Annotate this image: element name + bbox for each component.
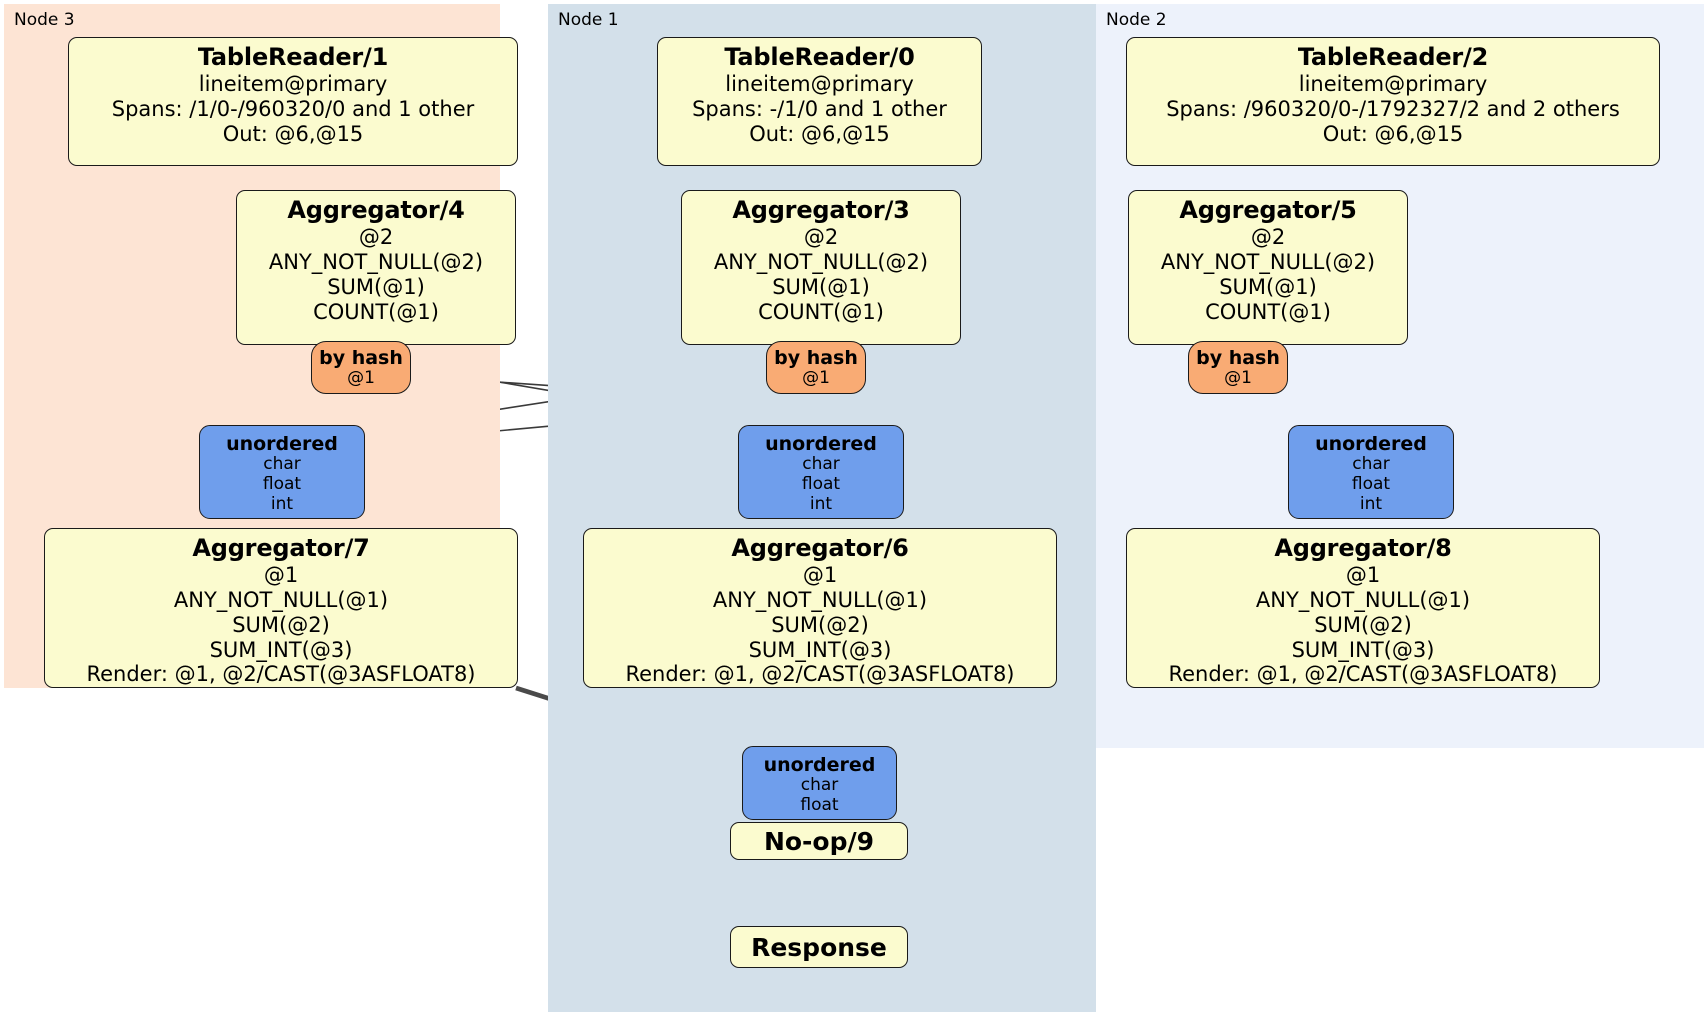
processor-detail-line: SUM(@2) <box>771 612 869 637</box>
processor-detail-line: ANY_NOT_NULL(@1) <box>173 588 389 613</box>
processor-title: Aggregator/3 <box>732 196 910 224</box>
router-column: @1 <box>347 368 375 389</box>
processor-table-reader-2[interactable]: TableReader/2 lineitem@primary Spans: /9… <box>1126 37 1660 166</box>
node-panel-label-node1: Node 1 <box>558 10 619 30</box>
router-by-hash-center[interactable]: by hash @1 <box>766 341 866 394</box>
processor-noop-9[interactable]: No-op/9 <box>730 822 908 860</box>
synchronizer-type: int <box>1359 493 1383 514</box>
processor-detail-line: Out: @6,@15 <box>222 121 364 146</box>
synchronizer-title: unordered <box>1315 433 1427 455</box>
node-panel-label-node2: Node 2 <box>1106 10 1167 30</box>
processor-table-reader-0[interactable]: TableReader/0 lineitem@primary Spans: -/… <box>657 37 982 166</box>
synchronizer-title: unordered <box>226 433 338 455</box>
router-column: @1 <box>1224 368 1252 389</box>
processor-aggregator-3[interactable]: Aggregator/3 @2 ANY_NOT_NULL(@2) SUM(@1)… <box>681 190 961 345</box>
synchronizer-title: unordered <box>765 433 877 455</box>
synchronizer-type: char <box>263 454 301 475</box>
processor-detail-line: ANY_NOT_NULL(@2) <box>713 250 929 275</box>
router-title: by hash <box>319 347 403 369</box>
processor-detail-line: Render: @1, @2/CAST(@3ASFLOAT8) <box>625 662 1015 687</box>
processor-aggregator-6[interactable]: Aggregator/6 @1 ANY_NOT_NULL(@1) SUM(@2)… <box>583 528 1057 688</box>
synchronizer-type: float <box>262 474 302 495</box>
processor-aggregator-8[interactable]: Aggregator/8 @1 ANY_NOT_NULL(@1) SUM(@2)… <box>1126 528 1600 688</box>
processor-detail-line: SUM_INT(@3) <box>209 637 353 662</box>
synchronizer-unordered-final[interactable]: unordered char float <box>742 746 897 820</box>
processor-detail-line: SUM(@2) <box>232 612 330 637</box>
synchronizer-type: int <box>809 493 833 514</box>
synchronizer-type: float <box>801 474 841 495</box>
processor-detail-line: @1 <box>802 563 838 588</box>
processor-detail-line: Spans: /960320/0-/1792327/2 and 2 others <box>1166 97 1620 122</box>
processor-detail-line: Render: @1, @2/CAST(@3ASFLOAT8) <box>1168 662 1558 687</box>
processor-title: No-op/9 <box>763 826 875 856</box>
router-by-hash-right[interactable]: by hash @1 <box>1188 341 1288 394</box>
processor-title: TableReader/2 <box>1297 43 1489 71</box>
node-panel-label-node3: Node 3 <box>14 10 75 30</box>
processor-detail-line: COUNT(@1) <box>758 299 884 324</box>
processor-detail-line: Spans: /1/0-/960320/0 and 1 other <box>111 97 475 122</box>
processor-detail-line: lineitem@primary <box>1298 72 1488 97</box>
processor-detail-line: ANY_NOT_NULL(@1) <box>712 588 928 613</box>
processor-aggregator-4[interactable]: Aggregator/4 @2 ANY_NOT_NULL(@2) SUM(@1)… <box>236 190 516 345</box>
processor-response[interactable]: Response <box>730 926 908 968</box>
processor-title: Response <box>751 932 887 962</box>
processor-title: Aggregator/5 <box>1179 196 1357 224</box>
processor-title: Aggregator/6 <box>731 534 909 562</box>
synchronizer-unordered-center[interactable]: unordered char float int <box>738 425 904 519</box>
processor-aggregator-7[interactable]: Aggregator/7 @1 ANY_NOT_NULL(@1) SUM(@2)… <box>44 528 518 688</box>
processor-detail-line: SUM(@1) <box>1219 274 1317 299</box>
processor-title: Aggregator/4 <box>287 196 465 224</box>
processor-detail-line: @2 <box>1250 225 1286 250</box>
processor-detail-line: @2 <box>358 225 394 250</box>
processor-title: TableReader/1 <box>197 43 389 71</box>
processor-detail-line: SUM_INT(@3) <box>748 637 892 662</box>
processor-detail-line: Render: @1, @2/CAST(@3ASFLOAT8) <box>86 662 476 687</box>
processor-detail-line: @2 <box>803 225 839 250</box>
processor-detail-line: ANY_NOT_NULL(@2) <box>1160 250 1376 275</box>
processor-detail-line: SUM(@1) <box>327 274 425 299</box>
processor-detail-line: SUM_INT(@3) <box>1291 637 1435 662</box>
synchronizer-type: char <box>1352 454 1390 475</box>
synchronizer-type: float <box>1351 474 1391 495</box>
synchronizer-type: char <box>800 775 839 796</box>
processor-detail-line: Spans: -/1/0 and 1 other <box>692 97 947 122</box>
processor-aggregator-5[interactable]: Aggregator/5 @2 ANY_NOT_NULL(@2) SUM(@1)… <box>1128 190 1408 345</box>
synchronizer-unordered-right[interactable]: unordered char float int <box>1288 425 1454 519</box>
processor-detail-line: COUNT(@1) <box>1205 299 1331 324</box>
router-by-hash-left[interactable]: by hash @1 <box>311 341 411 394</box>
processor-detail-line: SUM(@1) <box>772 274 870 299</box>
processor-detail-line: @1 <box>263 563 299 588</box>
synchronizer-title: unordered <box>763 754 876 776</box>
synchronizer-unordered-left[interactable]: unordered char float int <box>199 425 365 519</box>
processor-title: Aggregator/8 <box>1274 534 1452 562</box>
processor-title: Aggregator/7 <box>192 534 370 562</box>
processor-detail-line: lineitem@primary <box>725 72 914 97</box>
processor-detail-line: ANY_NOT_NULL(@2) <box>268 250 484 275</box>
processor-detail-line: Out: @6,@15 <box>1322 121 1464 146</box>
processor-table-reader-1[interactable]: TableReader/1 lineitem@primary Spans: /1… <box>68 37 518 166</box>
processor-detail-line: Out: @6,@15 <box>749 121 890 146</box>
synchronizer-type: int <box>270 493 294 514</box>
processor-detail-line: COUNT(@1) <box>313 299 439 324</box>
processor-detail-line: @1 <box>1345 563 1381 588</box>
router-title: by hash <box>774 347 858 369</box>
router-title: by hash <box>1196 347 1280 369</box>
processor-detail-line: ANY_NOT_NULL(@1) <box>1255 588 1471 613</box>
synchronizer-type: char <box>802 454 840 475</box>
router-column: @1 <box>802 368 830 389</box>
processor-title: TableReader/0 <box>724 43 915 71</box>
processor-detail-line: lineitem@primary <box>198 72 388 97</box>
processor-detail-line: SUM(@2) <box>1314 612 1412 637</box>
synchronizer-type: float <box>800 795 839 816</box>
